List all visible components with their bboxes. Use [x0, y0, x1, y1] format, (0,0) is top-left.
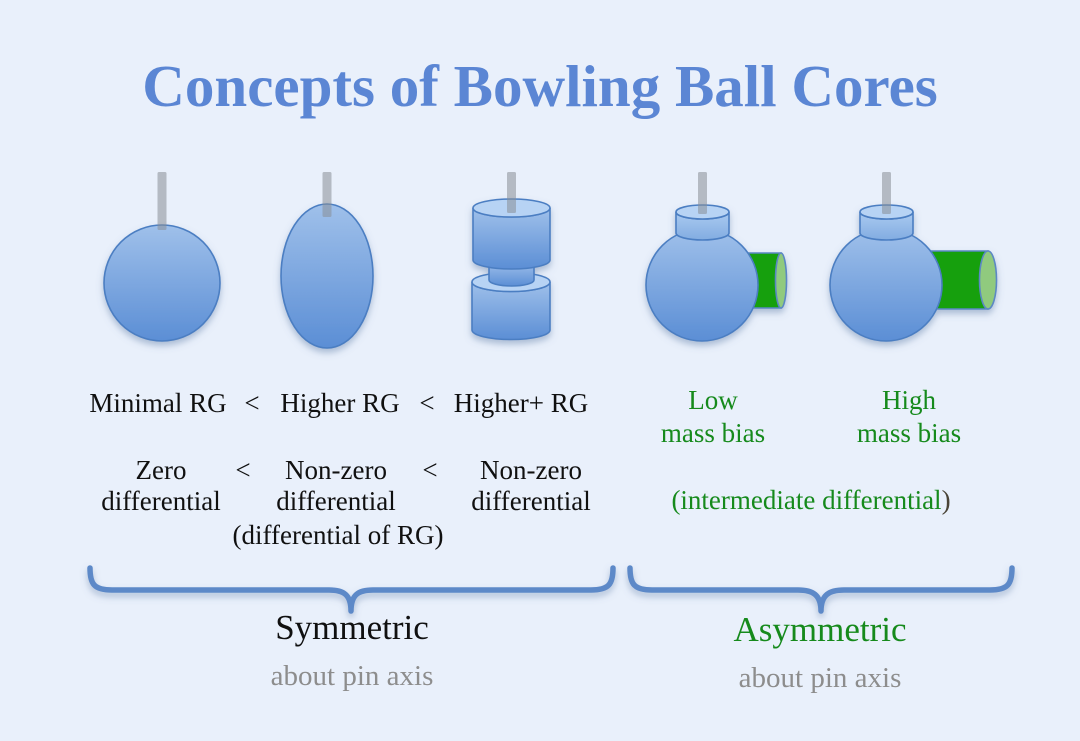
symmetric-label: Symmetric [275, 608, 429, 647]
symmetric-sublabel: about pin axis [270, 660, 434, 692]
high-mass-bias-core-icon [829, 172, 998, 342]
pin-axis-icon [157, 172, 167, 230]
asymmetric-brace [627, 565, 1015, 614]
rg-label-higher: Higher RG [280, 388, 400, 418]
asymmetric-label: Asymmetric [733, 610, 907, 649]
rg-label-higher-plus: Higher+ RG [453, 388, 589, 418]
differential-of-rg-note: (differential of RG) [232, 520, 444, 550]
asymmetric-sublabel: about pin axis [738, 662, 902, 694]
symmetric-brace [87, 565, 616, 614]
rg-label-minimal: Minimal RG [89, 388, 227, 418]
higher-plus-rg-stacked-cylinder-core-icon [471, 172, 551, 341]
diff-label-nonzero-2: Non-zero differential [471, 455, 591, 516]
pin-axis-icon [322, 172, 332, 217]
low-mass-bias-core-icon [645, 172, 788, 342]
less-than-icon: < [419, 388, 435, 418]
page-title: Concepts of Bowling Ball Cores [142, 53, 938, 119]
low-mass-bias-label: Low mass bias [660, 385, 766, 448]
pin-axis-icon [882, 172, 891, 214]
high-mass-bias-label: High mass bias [856, 385, 962, 448]
diff-label-zero: Zero differential [101, 455, 221, 516]
less-than-icon: < [235, 455, 251, 485]
less-than-icon: < [422, 455, 438, 485]
diff-label-nonzero-1: Non-zero differential [276, 455, 396, 516]
minimal-rg-sphere-core-icon [103, 172, 221, 342]
less-than-icon: < [244, 388, 260, 418]
intermediate-differential-note: (intermediate differential) [671, 485, 951, 515]
pin-axis-icon [698, 172, 707, 214]
pin-axis-icon [507, 172, 516, 213]
higher-rg-oval-core-icon [280, 172, 374, 349]
